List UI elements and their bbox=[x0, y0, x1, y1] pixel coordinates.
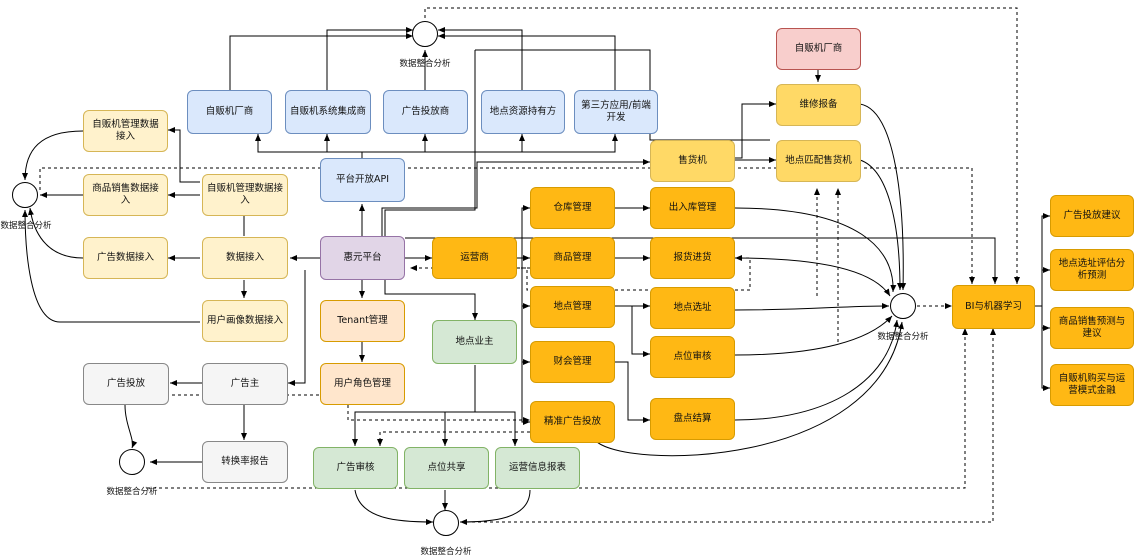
integration-circle-bottom bbox=[433, 510, 459, 536]
node-bi-ml[interactable]: BI与机器学习 bbox=[952, 285, 1035, 329]
node-open-api[interactable]: 平台开放API bbox=[320, 158, 405, 202]
node-vm-vendor[interactable]: 自贩机厂商 bbox=[187, 90, 272, 134]
node-point-audit[interactable]: 点位审核 bbox=[650, 336, 735, 378]
node-huiyuan-platform[interactable]: 惠元平台 bbox=[320, 236, 405, 280]
integration-label-main: 数据整合分析 bbox=[877, 332, 929, 342]
node-site-select[interactable]: 地点选址 bbox=[650, 287, 735, 329]
node-site-match-vm[interactable]: 地点匹配售货机 bbox=[776, 140, 861, 182]
node-data-in[interactable]: 数据接入 bbox=[202, 237, 288, 279]
node-vending-machine[interactable]: 售货机 bbox=[650, 140, 735, 182]
node-vm-mgmt-data-in-2[interactable]: 自贩机管理数据接入 bbox=[202, 174, 288, 216]
node-user-role-mgmt[interactable]: 用户角色管理 bbox=[320, 363, 405, 405]
node-ad-audit[interactable]: 广告审核 bbox=[313, 447, 398, 489]
node-user-profile-data-in[interactable]: 用户画像数据接入 bbox=[202, 300, 288, 342]
node-precise-ad[interactable]: 精准广告投放 bbox=[530, 401, 615, 443]
node-tenant-mgmt[interactable]: Tenant管理 bbox=[320, 300, 405, 342]
node-ops-report[interactable]: 运营信息报表 bbox=[495, 447, 580, 489]
node-repair-report[interactable]: 维修报备 bbox=[776, 84, 861, 126]
integration-label-bottom: 数据整合分析 bbox=[420, 547, 472, 557]
node-inventory-settle[interactable]: 盘点结算 bbox=[650, 398, 735, 440]
node-site-owner[interactable]: 地点业主 bbox=[432, 320, 517, 364]
node-finance-mgmt[interactable]: 财会管理 bbox=[530, 341, 615, 383]
node-goods-sales-data-in[interactable]: 商品销售数据接入 bbox=[83, 174, 168, 216]
node-goods-mgmt[interactable]: 商品管理 bbox=[530, 237, 615, 279]
integration-circle-top bbox=[412, 21, 438, 47]
node-site-eval[interactable]: 地点选址评估分析预测 bbox=[1050, 249, 1134, 291]
node-ad-data-in[interactable]: 广告数据接入 bbox=[83, 237, 168, 279]
edge-vendor-to-topcircle bbox=[229, 33, 413, 90]
node-third-party-dev[interactable]: 第三方应用/前端开发 bbox=[574, 90, 658, 134]
integration-circle-main bbox=[890, 293, 916, 319]
integration-circle-bottom-left bbox=[119, 449, 145, 475]
integration-label-top: 数据整合分析 bbox=[399, 59, 451, 69]
node-ad-placement[interactable]: 广告投放 bbox=[83, 363, 169, 405]
node-vm-finance[interactable]: 自贩机购买与运营模式金融 bbox=[1050, 364, 1134, 406]
node-warehouse-mgmt[interactable]: 仓库管理 bbox=[530, 187, 615, 229]
node-ad-agency[interactable]: 广告投放商 bbox=[383, 90, 468, 134]
node-conversion-report[interactable]: 转换率报告 bbox=[202, 441, 288, 483]
node-operator[interactable]: 运营商 bbox=[432, 237, 517, 279]
node-stock-in-out[interactable]: 出入库管理 bbox=[650, 187, 735, 229]
node-vm-integrator[interactable]: 自贩机系统集成商 bbox=[285, 90, 371, 134]
node-restock[interactable]: 报货进货 bbox=[650, 237, 735, 279]
node-vm-vendor-red[interactable]: 自贩机厂商 bbox=[776, 28, 861, 70]
node-point-share[interactable]: 点位共享 bbox=[404, 447, 489, 489]
node-vm-mgmt-data-in[interactable]: 自贩机管理数据接入 bbox=[83, 110, 168, 152]
integration-label-left: 数据整合分析 bbox=[0, 221, 52, 231]
node-sales-forecast[interactable]: 商品销售预测与建议 bbox=[1050, 307, 1134, 349]
node-site-resource-holder[interactable]: 地点资源持有方 bbox=[481, 90, 565, 134]
node-advertiser[interactable]: 广告主 bbox=[202, 363, 288, 405]
node-site-mgmt[interactable]: 地点管理 bbox=[530, 286, 615, 328]
integration-circle-left bbox=[12, 182, 38, 208]
integration-label-bottom-left: 数据整合分析 bbox=[106, 487, 158, 497]
node-ad-suggest[interactable]: 广告投放建议 bbox=[1050, 195, 1134, 237]
